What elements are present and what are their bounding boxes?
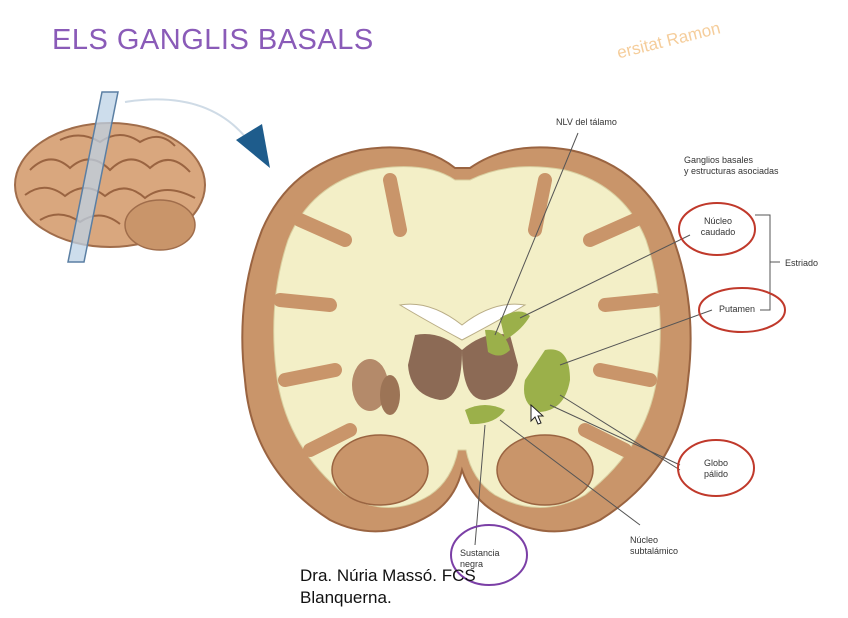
author-credit: Dra. Núria Massó. FCS Blanquerna.	[300, 565, 476, 609]
thalamus-green	[485, 329, 510, 356]
label-nigra: Sustancia negra	[460, 548, 500, 570]
caudate-nucleus	[500, 311, 530, 340]
label-caudate-line1: Núcleo	[703, 216, 732, 226]
label-header-line2: y estructuras asociadas	[684, 166, 779, 176]
label-striatum: Estriado	[785, 258, 819, 268]
label-header-line1: Ganglios basales	[684, 155, 754, 165]
label-subthalamic-line2: subtalámico	[630, 546, 679, 556]
label-caudate-line2: caudado	[700, 227, 736, 237]
caudate-highlight	[678, 202, 756, 256]
label-pallidus-line2: pálido	[703, 469, 729, 479]
label-nigra-line2: negra	[460, 559, 484, 569]
cursor-icon	[530, 403, 545, 425]
coronal-brain-section	[241, 146, 692, 533]
putamen	[524, 349, 570, 412]
pallidus-highlight	[677, 439, 755, 497]
thalamus	[408, 334, 462, 400]
slide-title: ELS GANGLIS BASALS	[52, 24, 374, 56]
pointer-arrow	[124, 98, 270, 168]
label-putamen: Putamen	[719, 304, 756, 314]
substantia-nigra	[465, 405, 505, 425]
highlight-circles	[450, 202, 786, 586]
label-subthalamic-line1: Núcleo	[630, 535, 659, 545]
label-pallidus-line1: Globo	[703, 458, 729, 468]
label-pallidus: Globo pálido	[698, 458, 734, 480]
label-subthalamic: Núcleo subtalámico	[630, 535, 678, 557]
label-header: Ganglios basales y estructuras asociadas	[684, 155, 779, 177]
nigra-highlight	[450, 524, 528, 586]
label-nigra-line1: Sustancia	[460, 548, 500, 558]
whole-brain-illustration	[14, 91, 206, 263]
leader-lines	[474, 132, 780, 546]
label-caudate: Núcleo caudado	[698, 216, 738, 238]
putamen-highlight	[698, 287, 786, 333]
label-thalamus: NLV del tálamo	[556, 117, 617, 127]
author-credit-line1: Dra. Núria Massó. FCS	[300, 566, 476, 585]
author-credit-line2: Blanquerna.	[300, 588, 392, 607]
lateral-ventricles	[398, 303, 527, 341]
